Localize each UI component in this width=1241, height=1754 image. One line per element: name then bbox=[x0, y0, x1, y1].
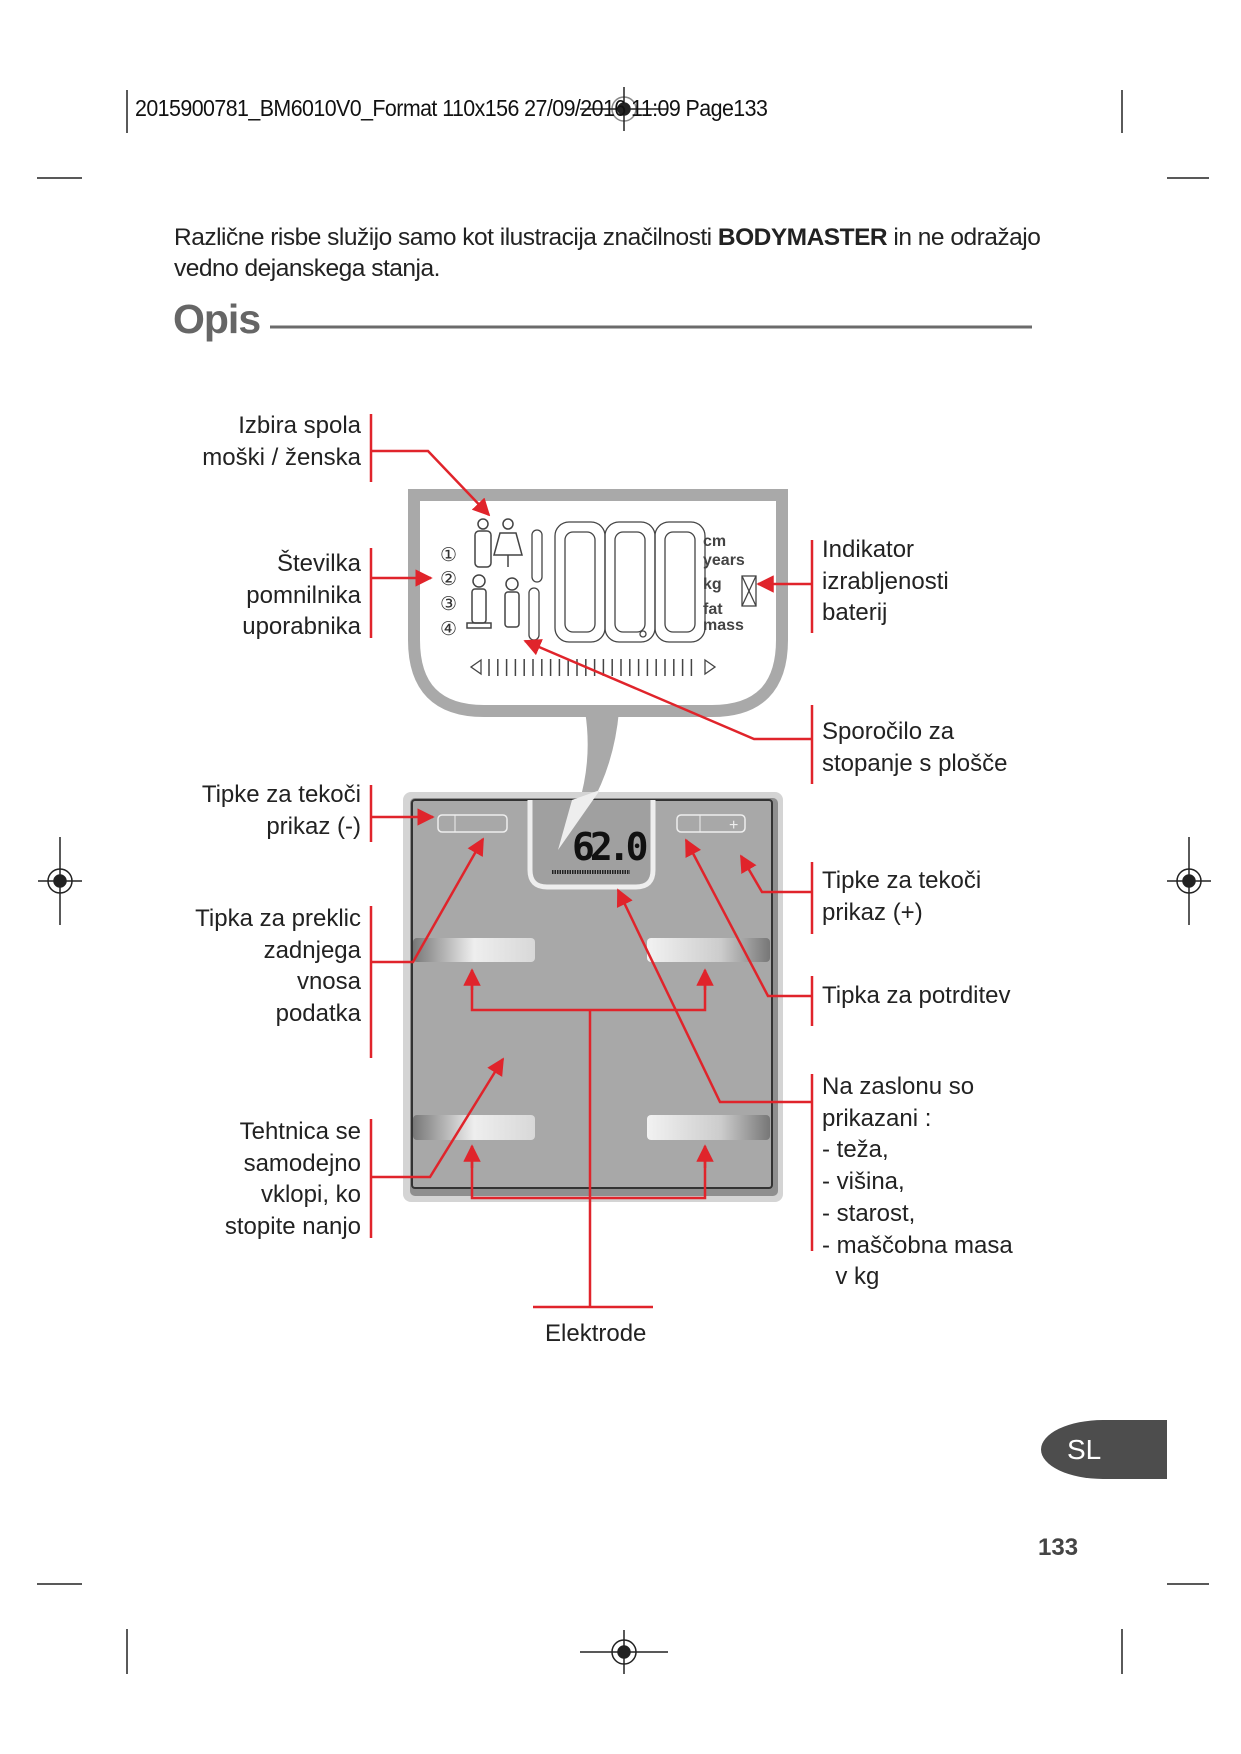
step-off-bar bbox=[488, 659, 693, 676]
svg-text:mass: mass bbox=[703, 617, 744, 634]
svg-text:fat: fat bbox=[703, 601, 723, 618]
svg-text:cm: cm bbox=[703, 533, 726, 550]
section-title: Opis bbox=[173, 296, 261, 342]
intro-text: Različne risbe služijo samo kot ilustrac… bbox=[174, 224, 718, 251]
electrode bbox=[413, 938, 535, 962]
electrode bbox=[647, 1115, 770, 1140]
svg-text:②: ② bbox=[440, 568, 457, 590]
svg-text:③: ③ bbox=[440, 593, 457, 615]
crop-marks bbox=[37, 90, 1209, 1674]
svg-text:kg: kg bbox=[703, 576, 722, 593]
minus-button[interactable] bbox=[437, 814, 508, 833]
intro-paragraph: Različne risbe služijo samo kot ilustrac… bbox=[174, 222, 1054, 284]
registration-mark-icon bbox=[38, 87, 1211, 1674]
svg-text:①: ① bbox=[440, 544, 457, 566]
page-number: 133 bbox=[1038, 1534, 1079, 1561]
print-slug: 2015900781_BM6010V0_Format 110x156 27/09… bbox=[135, 95, 768, 121]
svg-text:④: ④ bbox=[440, 618, 457, 640]
plus-button[interactable]: + bbox=[676, 814, 746, 834]
scale-illustration: 62.0 + bbox=[403, 790, 783, 1202]
lcd-display-enlarged: ① ② ③ ④ cm years kg fat mass bbox=[408, 489, 788, 844]
svg-text:+: + bbox=[729, 817, 738, 834]
battery-icon bbox=[741, 575, 757, 607]
gender-icon bbox=[466, 518, 523, 629]
label-electrodes: Elektrode bbox=[545, 1320, 647, 1347]
language-badge: SL bbox=[1041, 1420, 1167, 1479]
svg-text:years: years bbox=[703, 552, 745, 569]
brand-name: BODYMASTER bbox=[717, 224, 888, 251]
seven-segment-digits bbox=[528, 521, 706, 643]
label-confirm-key: Tipka za potrditev bbox=[822, 982, 1011, 1009]
bar-arrows-icon bbox=[469, 658, 717, 676]
electrode bbox=[413, 1115, 535, 1140]
callout-lines bbox=[369, 414, 814, 1309]
electrode bbox=[647, 938, 770, 962]
intro-text: in ne odražajo vedno dejanskega stanja. bbox=[174, 224, 1041, 282]
scale-reading: 62.0 bbox=[572, 825, 647, 869]
